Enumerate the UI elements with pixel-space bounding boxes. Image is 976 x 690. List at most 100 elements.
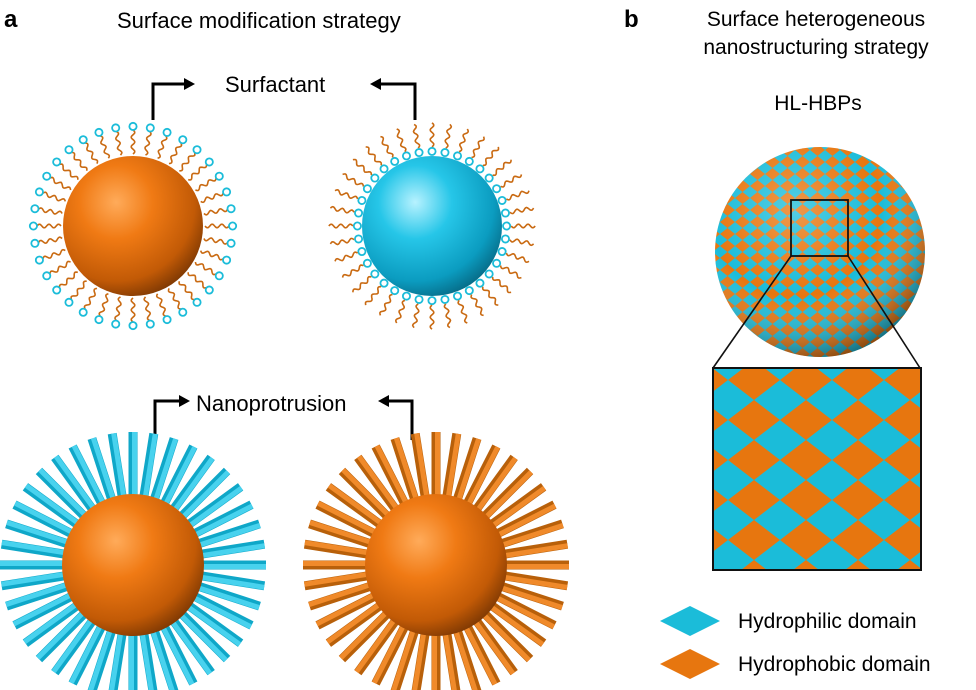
nanorod-highlight — [315, 590, 379, 627]
surfactant-head — [502, 221, 512, 231]
surfactant-tail — [70, 280, 87, 300]
surfactant-tail — [203, 207, 229, 216]
arrowhead-left-icon-2 — [378, 395, 389, 407]
nanorod-highlight — [492, 593, 555, 629]
surfactant-head — [94, 127, 104, 137]
surfactant-particle-hydrophilic-core — [328, 122, 536, 330]
surfactant-tail — [352, 275, 372, 293]
surfactant-head — [401, 291, 411, 301]
surfactant-head — [52, 157, 62, 167]
surfactant-tail — [379, 293, 393, 316]
nanorod-highlight — [167, 616, 212, 675]
surfactant-tail — [178, 281, 195, 301]
surfactant-head — [390, 156, 400, 166]
surfactant-tail — [84, 142, 99, 164]
surfactant-tail — [49, 260, 71, 275]
surfactant-head — [30, 204, 40, 214]
surfactant-head — [484, 173, 494, 183]
surfactant-head — [357, 195, 367, 205]
nanorod-highlight — [197, 543, 265, 559]
nanorod-highlight — [357, 455, 402, 514]
nanorod-highlight — [183, 602, 242, 647]
surfactant-tail — [471, 136, 485, 159]
surfactant-head — [162, 315, 172, 325]
surfactant-head — [492, 258, 502, 268]
nanorod-highlight — [393, 437, 420, 504]
surfactant-tail — [334, 251, 358, 262]
nanorod-highlight — [500, 543, 568, 559]
surfactant-head — [475, 164, 485, 174]
surfactant-head — [42, 171, 52, 181]
nanoprotrusion-particle-cyan-rods — [0, 432, 266, 690]
nanorod-highlight — [481, 470, 533, 522]
hl-hbps-label: HL-HBPs — [774, 92, 862, 115]
surfactant-tail — [458, 128, 470, 153]
arrowhead-left-icon — [370, 78, 381, 90]
surfactant-tail — [36, 223, 62, 229]
surfactant-tail — [42, 191, 67, 202]
panel-a-letter: a — [4, 6, 18, 33]
surfactant-head — [464, 156, 474, 166]
nanorod-highlight — [304, 571, 372, 587]
nanorod-highlight — [464, 446, 500, 509]
nanoprotrusion-label: Nanoprotrusion — [196, 391, 347, 416]
surfactant-tail — [509, 238, 535, 247]
surfactant-tail — [380, 135, 394, 158]
surfactant-tail — [204, 223, 230, 229]
surfactant-head — [370, 269, 380, 279]
nanorod-highlight — [493, 503, 557, 540]
surfactant-head — [34, 187, 44, 197]
nanorod-highlight — [414, 433, 430, 501]
nanorod-highlight — [36, 608, 88, 660]
surfactant-tail — [492, 159, 512, 177]
nanorod-highlight — [317, 501, 380, 537]
surfactant-tail — [411, 303, 420, 329]
hydrophilic-diamond-icon — [660, 606, 720, 636]
surfactant-head — [28, 221, 38, 231]
nanoprotrusion-particle-orange-rods — [303, 432, 569, 690]
surfactant-tail — [482, 146, 500, 167]
nanorod-highlight — [51, 615, 96, 674]
nanorod-highlight — [6, 520, 73, 546]
surfactant-tail — [505, 252, 530, 264]
surfactant-tail — [59, 163, 79, 180]
surfactant-head — [226, 238, 236, 248]
surfactant-tail — [200, 192, 224, 204]
surfactant-head — [78, 307, 88, 317]
surfactant-tail — [167, 288, 182, 310]
surfactant-head — [354, 234, 364, 244]
nanorod-highlight — [470, 616, 515, 675]
nanorod-highlight — [184, 486, 243, 531]
surfactant-tail — [58, 271, 78, 288]
surfactant-label: Surfactant — [225, 72, 326, 97]
nanorod-highlight — [442, 629, 457, 690]
surfactant-head — [222, 187, 232, 197]
surfactant-tail — [83, 287, 98, 310]
nanorod-highlight — [12, 590, 76, 627]
surfactant-tail — [37, 207, 63, 215]
surfactant-tail — [334, 188, 359, 200]
nanorod-highlight — [38, 468, 90, 520]
surfactant-tail — [329, 205, 355, 214]
nanorod-highlight — [90, 437, 117, 504]
surfactant-head — [484, 269, 494, 279]
surfactant-head — [497, 195, 507, 205]
nanorod-highlight — [194, 522, 261, 549]
surfactant-head — [352, 221, 362, 231]
hl-hbps-sphere — [715, 147, 925, 357]
panel-b-title-line2: nanostructuring strategy — [703, 36, 929, 59]
particle-core — [365, 494, 507, 636]
arrow-left-surfactant — [151, 82, 188, 120]
surfactant-tail — [443, 303, 452, 329]
nanorod-highlight — [14, 501, 77, 537]
surfactant-head — [497, 247, 507, 257]
surfactant-head — [64, 297, 74, 307]
surfactant-arrows — [151, 82, 417, 120]
surfactant-head — [162, 127, 172, 137]
nanorod-highlight — [161, 446, 197, 509]
surfactant-head — [178, 135, 188, 145]
nanorod-highlight — [189, 593, 252, 629]
surfactant-head — [42, 271, 52, 281]
surfactant-head — [214, 171, 224, 181]
surfactant-head — [492, 184, 502, 194]
